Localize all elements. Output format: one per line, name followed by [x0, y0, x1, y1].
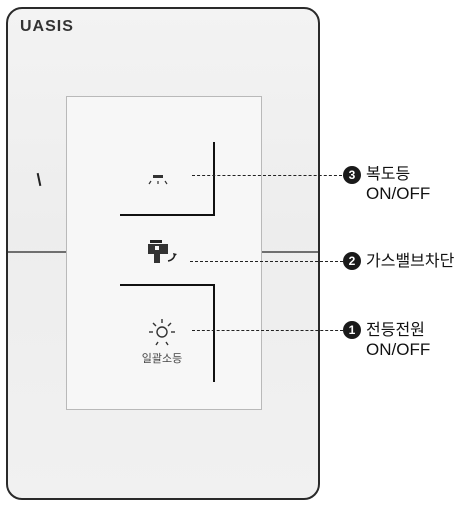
callout-main-light: 전등전원 ON/OFF: [366, 320, 430, 360]
callout-title: 복도등: [366, 164, 411, 183]
corridor-light-icon: [148, 175, 168, 185]
callout-title: 가스밸브차단: [366, 251, 455, 270]
callout-corridor-light: 복도등 ON/OFF: [366, 164, 430, 204]
callout-subtitle: ON/OFF: [366, 340, 431, 359]
light-bulb-icon: [149, 319, 175, 346]
main-light-switch[interactable]: [120, 284, 216, 384]
brand-logo: UASIS: [20, 18, 74, 35]
callout-number-badge: 3: [343, 166, 361, 184]
callout-gas-valve: 가스밸브차단: [366, 251, 454, 271]
callout-number-badge: 1: [343, 321, 361, 339]
plate-divider-left: [8, 251, 66, 253]
corridor-light-switch[interactable]: [120, 142, 216, 218]
callout-line-main-light: [192, 330, 343, 331]
callout-line-gas-valve: [190, 261, 343, 262]
callout-number-badge: 2: [343, 252, 361, 270]
plate-divider-right: [262, 251, 318, 253]
all-off-label: 일괄소등: [141, 352, 183, 365]
callout-title: 전등전원: [366, 320, 425, 339]
callout-line-corridor: [192, 175, 342, 176]
callout-subtitle: ON/OFF: [366, 184, 431, 203]
gas-valve-icon[interactable]: [146, 235, 182, 267]
